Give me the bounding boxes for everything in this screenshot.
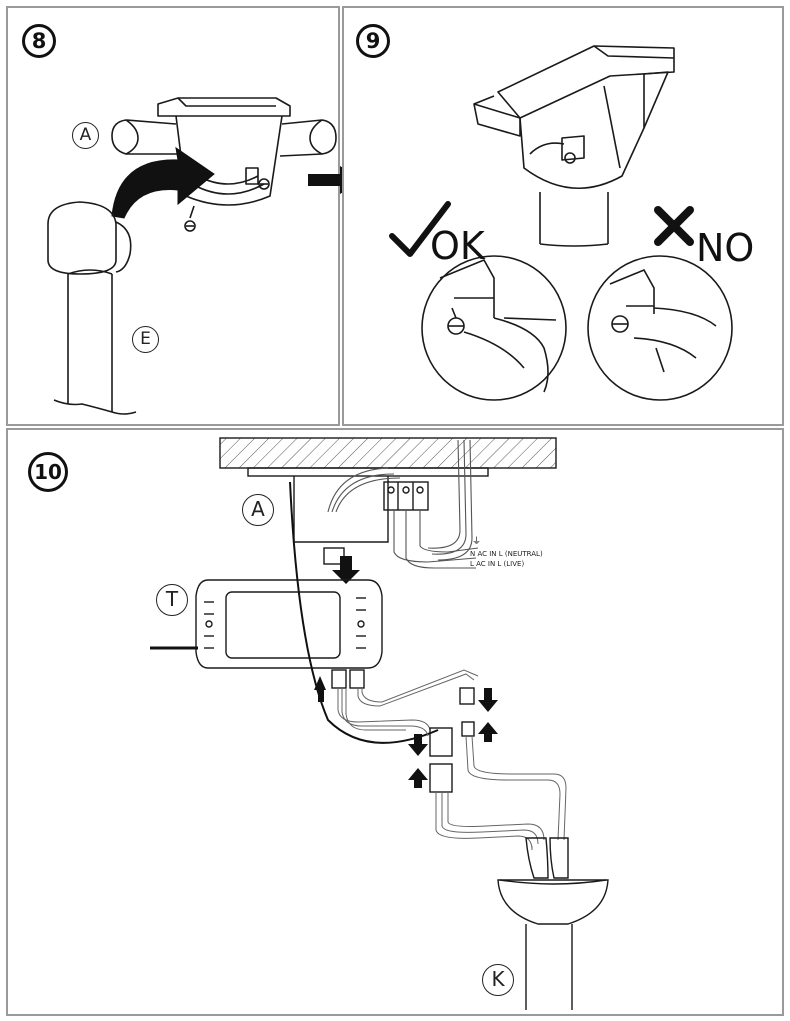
- step-10-wiring-diagram: [150, 437, 609, 1010]
- check-icon: [389, 201, 451, 257]
- no-label: NO: [696, 226, 755, 270]
- step-number-badge: 10: [28, 452, 68, 492]
- step-9-illustration: [389, 45, 733, 401]
- curved-insert-arrow: [111, 146, 215, 219]
- canopy-label-a-10: A: [242, 494, 274, 526]
- neutral-wire-label: N AC IN L (NEUTRAL): [470, 550, 543, 558]
- receiver-label-t: T: [156, 584, 188, 616]
- downrod-label-e: E: [132, 326, 159, 353]
- motor-label-k: K: [482, 964, 514, 996]
- step-10-panel: 10 A T K N AC IN L (NEUTRAL) L AC IN L (…: [6, 428, 784, 1016]
- canopy-label-a: A: [72, 122, 99, 149]
- step-number-badge: 8: [22, 24, 56, 58]
- ok-label: OK: [430, 224, 485, 268]
- step-number-badge: 9: [356, 24, 390, 58]
- ground-symbol-icon: ⏚: [472, 537, 482, 547]
- cross-icon: [654, 206, 694, 246]
- ground-wire: [289, 481, 439, 744]
- ceiling: [219, 437, 557, 469]
- live-wire-label: L AC IN L (LIVE): [470, 560, 525, 568]
- step-8-illustration: [47, 97, 337, 415]
- step-8-panel: 8 A E: [6, 6, 340, 426]
- step-9-panel: 9 OK NO: [342, 6, 784, 426]
